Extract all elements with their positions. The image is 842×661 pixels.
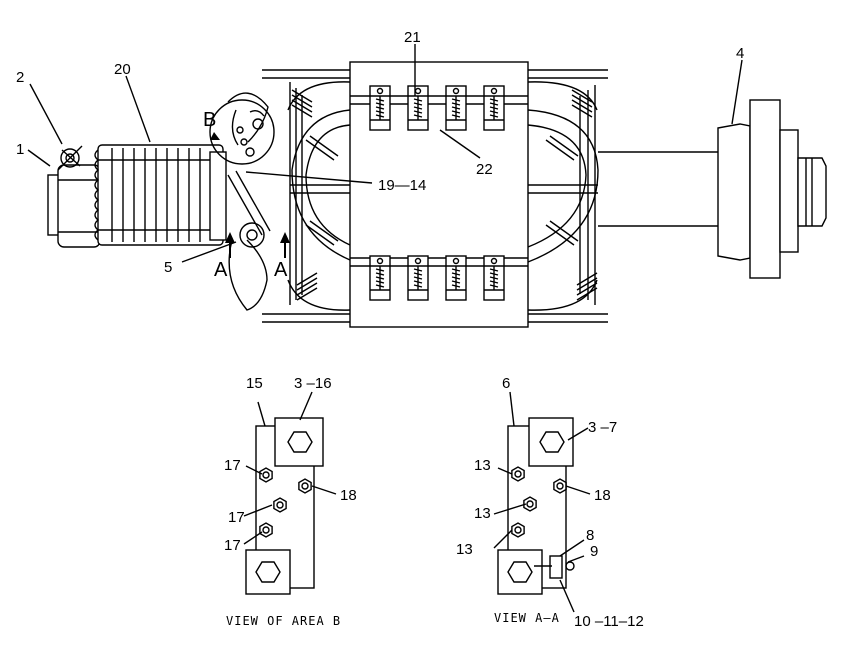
nut-13: [511, 466, 525, 482]
winding-hatch: [571, 89, 593, 103]
main-assembly: 1 2 20 21 4 22 19—14 5 B A A: [16, 29, 827, 328]
detail-circle-b: [209, 99, 275, 165]
winding-hatch: [571, 104, 593, 118]
winding-hatch: [545, 224, 575, 246]
caption-view-a-a: VIEW A—A: [494, 611, 560, 625]
nut-13: [523, 496, 537, 512]
callout-a-left: A: [214, 259, 228, 281]
bearing: [47, 145, 101, 248]
callout-a-right: A: [274, 259, 288, 281]
callout-4: 4: [736, 45, 744, 62]
view-a-a: 6 3 –7 13 13 13 18 8 9 10 –11–12 VIEW A—…: [456, 375, 644, 630]
callout-2: 2: [16, 69, 24, 86]
clamp-bottom: [445, 255, 467, 301]
label-10-11-12: 10 –11–12: [574, 613, 644, 630]
stator-frame: [262, 61, 608, 328]
winding-hatch: [305, 224, 335, 246]
clamp-bottom: [483, 255, 505, 301]
clamp-top: [407, 85, 429, 131]
label-17-c: 17: [224, 537, 241, 554]
nut-17: [259, 522, 273, 538]
winding-hatch: [549, 135, 579, 157]
clamp-bottom: [407, 255, 429, 301]
winding-hatch: [291, 94, 313, 108]
winding-hatch: [291, 99, 313, 113]
label-17-a: 17: [224, 457, 241, 474]
callout-b: B: [203, 109, 216, 131]
winding-hatch: [309, 135, 339, 157]
clamp-top: [483, 85, 505, 131]
label-8: 8: [586, 527, 594, 544]
clamp-bottom: [369, 255, 391, 301]
label-13-b: 13: [474, 505, 491, 522]
winding-hatch: [305, 139, 335, 161]
label-6: 6: [502, 375, 510, 392]
winding-hatch: [296, 282, 318, 296]
winding-hatch: [571, 94, 593, 108]
winding-hatch: [549, 220, 579, 242]
winding-hatch: [576, 272, 598, 286]
nut-13: [511, 522, 525, 538]
callout-1: 1: [16, 141, 24, 158]
winding-hatch: [291, 89, 313, 103]
caption-view-b: VIEW OF AREA B: [226, 614, 341, 628]
winding-hatch: [576, 277, 598, 291]
label-3-7: 3 –7: [588, 419, 617, 436]
view-of-area-b: 15 3 –16 17 17 17 18 VIEW OF AREA B: [224, 375, 357, 628]
label-9: 9: [590, 543, 598, 560]
clamp-top: [369, 85, 391, 131]
nut-17: [259, 467, 273, 483]
coil-assembly: [94, 144, 227, 246]
winding-hatch: [576, 282, 598, 296]
clamp-top: [445, 85, 467, 131]
fan: [227, 92, 271, 311]
winding-hatch: [291, 104, 313, 118]
nut-18: [298, 478, 312, 494]
callout-5: 5: [164, 259, 172, 276]
winding-hatch: [296, 272, 318, 286]
nut-17: [273, 497, 287, 513]
callout-22: 22: [476, 161, 493, 178]
label-13-c: 13: [456, 541, 473, 558]
label-18-b: 18: [340, 487, 357, 504]
label-15: 15: [246, 375, 263, 392]
label-3-16: 3 –16: [294, 375, 332, 392]
callout-21: 21: [404, 29, 421, 46]
winding-hatch: [576, 287, 598, 301]
callout-19-14: 19—14: [378, 177, 426, 194]
winding-hatch: [309, 220, 339, 242]
callout-20: 20: [114, 61, 131, 78]
label-17-b: 17: [228, 509, 245, 526]
nut-18: [553, 478, 567, 494]
shaft-flange: [598, 99, 827, 279]
winding-hatch: [296, 287, 318, 301]
winding-hatch: [571, 99, 593, 113]
label-18-aa: 18: [594, 487, 611, 504]
winding-hatch: [296, 277, 318, 291]
label-13-a: 13: [474, 457, 491, 474]
winding-hatch: [545, 139, 575, 161]
callout-leaders: [27, 44, 743, 263]
